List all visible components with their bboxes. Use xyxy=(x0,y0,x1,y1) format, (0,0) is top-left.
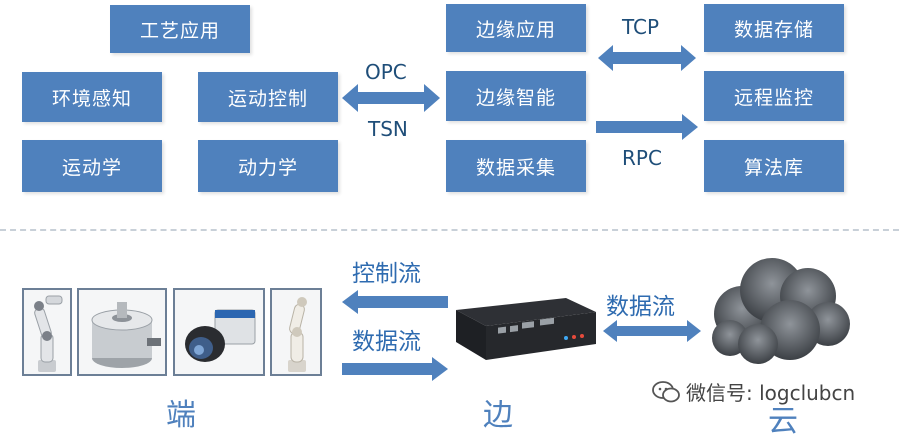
protocol-tcp: TCP xyxy=(622,15,660,39)
cobot-arm-icon xyxy=(288,297,307,372)
section-divider xyxy=(0,229,899,231)
watermark-text: 微信号: logclubcn xyxy=(686,381,856,405)
cloud-icon xyxy=(712,258,850,364)
edge-gateway-icon xyxy=(456,298,596,360)
box-process-application: 工艺应用 xyxy=(110,5,250,53)
box-algorithm-library: 算法库 xyxy=(704,140,844,192)
box-environment-sensing: 环境感知 xyxy=(22,72,162,122)
watermark: 微信号: logclubcn xyxy=(652,377,855,406)
protocol-rpc: RPC xyxy=(622,146,662,170)
arrow-data-flow-left xyxy=(342,357,448,381)
flow-control-label: 控制流 xyxy=(352,261,421,287)
industrial-camera-icon xyxy=(185,309,256,362)
box-edge-intelligence: 边缘智能 xyxy=(446,71,586,121)
industrial-camera-image xyxy=(173,288,265,376)
caption-edge: 边 xyxy=(483,398,513,433)
wechat-icon xyxy=(652,380,680,402)
robot-arm-icon xyxy=(34,295,63,372)
arrow-control-flow xyxy=(342,290,448,314)
cobot-arm-image xyxy=(270,288,322,376)
double-arrow-left xyxy=(342,84,440,112)
flow-data-label-right: 数据流 xyxy=(606,294,675,320)
caption-end: 端 xyxy=(166,398,196,433)
arrow-data-flow-right xyxy=(603,320,701,342)
box-dynamics: 动力学 xyxy=(198,140,338,192)
robot-arm-image xyxy=(22,288,72,376)
load-cell-icon xyxy=(91,302,161,368)
flow-data-label-left: 数据流 xyxy=(352,329,421,355)
load-cell-image xyxy=(77,288,167,376)
box-remote-monitoring: 远程监控 xyxy=(704,71,844,121)
box-edge-application: 边缘应用 xyxy=(446,4,586,52)
double-arrow-right xyxy=(598,45,696,71)
protocol-opc: OPC xyxy=(365,60,407,84)
protocol-tsn: TSN xyxy=(368,117,408,141)
box-motion-control: 运动控制 xyxy=(198,72,338,122)
single-arrow-right xyxy=(596,114,698,140)
box-kinematics: 运动学 xyxy=(22,140,162,192)
box-data-storage: 数据存储 xyxy=(704,4,844,52)
box-data-acquisition: 数据采集 xyxy=(446,140,586,192)
